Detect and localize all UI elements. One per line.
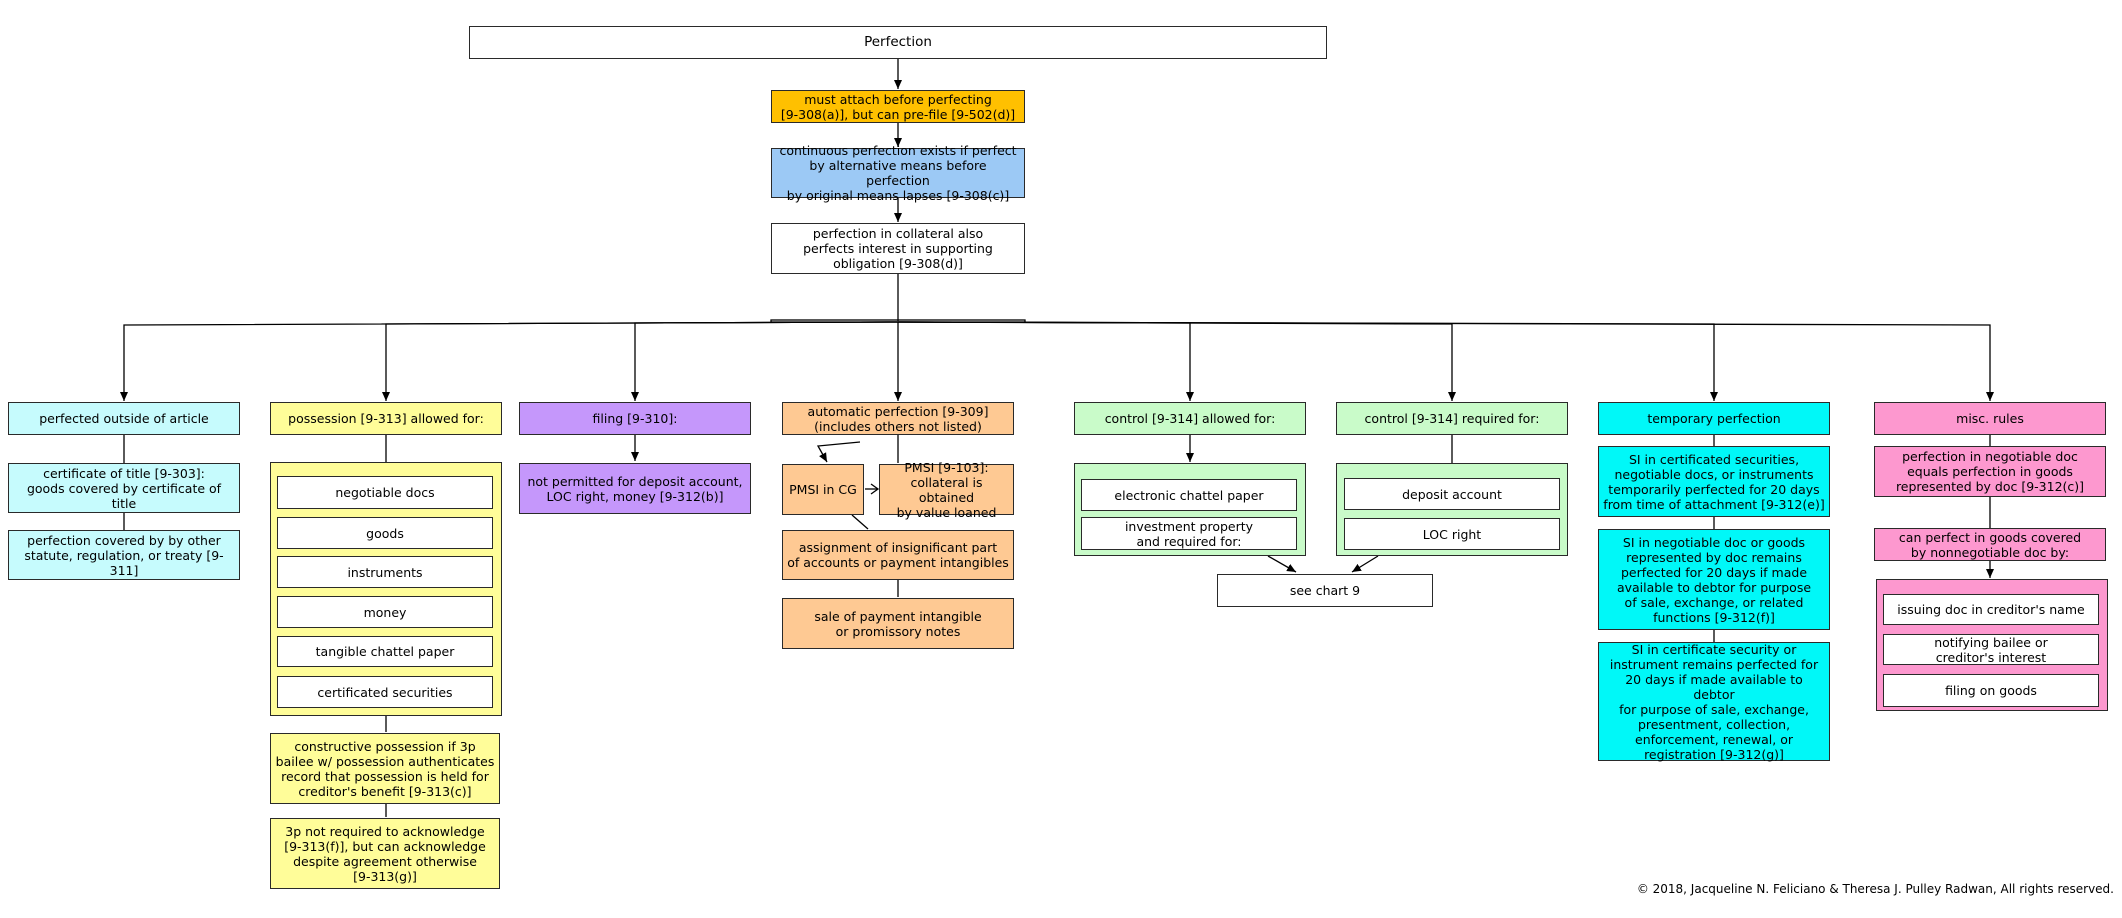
acknowledge-box: 3p not required to acknowledge [9-313(f)…: [270, 818, 500, 889]
possession-head: possession [9-313] allowed for:: [270, 402, 502, 435]
possession-item-negotiable-docs: negotiable docs: [277, 476, 493, 509]
deposit-account-box: deposit account: [1344, 478, 1560, 510]
edge-to-filing: [631, 321, 899, 401]
edge-to-control-allowed: [897, 321, 1194, 401]
sale-payment-intangible-box: sale of payment intangible or promissory…: [782, 598, 1014, 649]
temporary-negotiable-doc-box: SI in negotiable doc or goods represente…: [1598, 529, 1830, 630]
filing-on-goods-box: filing on goods: [1883, 674, 2099, 707]
electronic-chattel-paper-box: electronic chattel paper: [1081, 479, 1297, 511]
edge-to-control-required: [897, 321, 1456, 401]
pmsi-in-cg-box: PMSI in CG: [782, 464, 864, 515]
notifying-bailee-box: notifying bailee or creditor's interest: [1883, 634, 2099, 665]
title-box: Perfection: [469, 26, 1327, 59]
copyright-notice: © 2018, Jacqueline N. Feliciano & Theres…: [1636, 882, 2114, 896]
temporary-certificated-box: SI in certificated securities, negotiabl…: [1598, 446, 1830, 517]
control-allowed-head: control [9-314] allowed for:: [1074, 402, 1306, 435]
edge-to-misc: [897, 321, 1994, 401]
continuous-perfection-box: continuous perfection exists if perfect …: [771, 143, 1025, 203]
certificate-of-title-box: certificate of title [9-303]: goods cove…: [8, 463, 240, 513]
possession-item-tangible-chattel-paper: tangible chattel paper: [277, 636, 493, 667]
investment-property-box: investment property and required for:: [1081, 517, 1297, 550]
edge-to-outside: [120, 321, 899, 401]
control-required-head: control [9-314] required for:: [1336, 402, 1568, 435]
edge-to-temporary: [897, 321, 1718, 401]
possession-item-certificated-securities: certificated securities: [277, 676, 493, 708]
nonnegotiable-doc-rule-box: can perfect in goods covered by nonnegot…: [1874, 528, 2106, 561]
temporary-perfection-head: temporary perfection: [1598, 402, 1830, 435]
negotiable-doc-rule-box: perfection in negotiable doc equals perf…: [1874, 446, 2106, 497]
filing-not-permitted-box: not permitted for deposit account, LOC r…: [519, 463, 751, 514]
automatic-perfection-head: automatic perfection [9-309] (includes o…: [782, 402, 1014, 435]
possession-item-goods: goods: [277, 517, 493, 549]
attach-box: must attach before perfecting [9-308(a)]…: [771, 90, 1025, 123]
outside-article-head: perfected outside of article: [8, 402, 240, 435]
supporting-obligation-box: perfection in collateral also perfects i…: [771, 223, 1025, 274]
temporary-certificate-security-box: SI in certificate security or instrument…: [1598, 642, 1830, 762]
possession-item-money: money: [277, 596, 493, 628]
constructive-possession-box: constructive possession if 3p bailee w/ …: [270, 733, 500, 804]
possession-item-instruments: instruments: [277, 556, 493, 588]
assignment-box: assignment of insignificant part of acco…: [782, 530, 1014, 580]
edge-to-possession: [382, 321, 899, 401]
pmsi-definition-box: PMSI [9-103]: collateral is obtained by …: [879, 460, 1014, 520]
issuing-doc-box: issuing doc in creditor's name: [1883, 594, 2099, 625]
misc-rules-head: misc. rules: [1874, 402, 2106, 435]
filing-head: filing [9-310]:: [519, 402, 751, 435]
see-chart-9-box: see chart 9: [1217, 574, 1433, 607]
other-statute-box: perfection covered by by other statute, …: [8, 530, 240, 580]
loc-right-box: LOC right: [1344, 518, 1560, 550]
